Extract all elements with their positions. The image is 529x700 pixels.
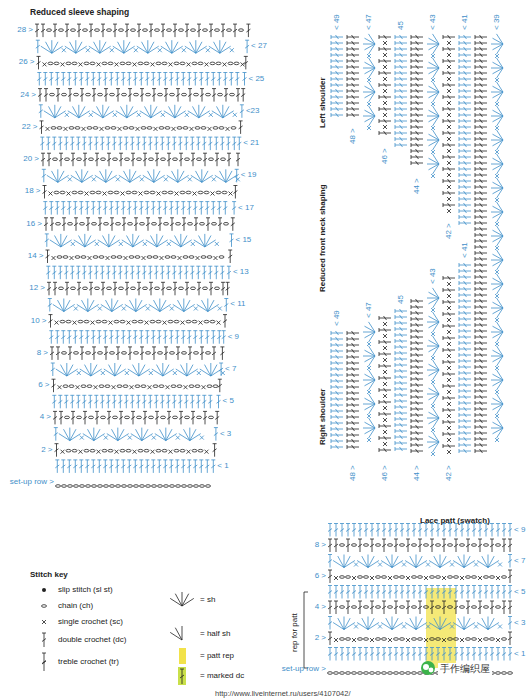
row-number: < 7	[514, 556, 525, 566]
row-number: < 3	[514, 618, 525, 628]
row-number: 2 >	[41, 445, 52, 455]
legend-text: = half sh	[200, 629, 230, 639]
row-number: 24 >	[20, 90, 36, 100]
row-number: < 43	[428, 14, 438, 30]
slip-stitch-symbol	[42, 588, 46, 592]
wechat-icon	[421, 661, 435, 675]
row-number: 18 >	[25, 186, 41, 196]
row-number: < 43	[428, 268, 438, 284]
row-number: < 1	[514, 649, 525, 659]
row-number: 8 >	[37, 348, 48, 358]
legend-swatch	[179, 648, 186, 664]
wechat-icon	[429, 668, 434, 673]
row-number: 48 >	[348, 128, 358, 144]
row-number: < 17	[238, 203, 254, 213]
row-number: Reduced front neck shaping	[318, 184, 328, 292]
row-number: < 25	[249, 74, 265, 84]
legend-text: chain (ch)	[58, 601, 93, 611]
row-number: 46 >	[380, 148, 390, 164]
row-number: < 3	[220, 429, 231, 439]
row-number: 4 >	[315, 602, 326, 612]
legend-text: = marked dc	[200, 671, 244, 681]
row-number: 8 >	[315, 540, 326, 550]
legend-text: = sh	[200, 595, 215, 605]
repeat-bracket	[304, 592, 308, 668]
row-number: 42 >	[444, 223, 454, 239]
row-number: < 9	[228, 332, 239, 342]
row-number: < 7	[225, 364, 236, 374]
wechat-icon	[423, 664, 429, 670]
legend-text: double crochet (dc)	[58, 635, 126, 645]
row-number: 44 >	[412, 178, 422, 194]
row-number: 2 >	[315, 633, 326, 643]
row-number: <23	[246, 106, 260, 116]
row-number: set-up row >	[10, 477, 54, 487]
row-number: 4 >	[40, 412, 51, 422]
row-number: < 47	[364, 302, 374, 318]
row-number: 44 >	[412, 465, 422, 481]
row-number: 16 >	[26, 219, 42, 229]
chart-title: Reduced sleeve shaping	[30, 7, 129, 17]
legend-text: treble crochet (tr)	[58, 657, 119, 667]
row-number: < 27	[251, 41, 267, 51]
legend-text: slip stitch (sl st)	[58, 585, 113, 595]
row-number: < 19	[241, 170, 257, 180]
row-number: < 1	[217, 461, 228, 471]
row-number: Right shoulder	[318, 389, 328, 445]
row-number: < 5	[223, 396, 234, 406]
row-number: rep for patt	[290, 613, 300, 652]
row-number: < 49	[332, 310, 342, 326]
row-number: 45	[396, 295, 406, 304]
black-row-stitches	[35, 24, 513, 684]
row-number: 10 >	[31, 316, 47, 326]
row-number: 6 >	[38, 380, 49, 390]
row-number: < 9	[514, 525, 525, 535]
row-number: http://www.liveinternet.ru/users/4107042…	[215, 689, 351, 699]
row-number: 22 >	[22, 122, 38, 132]
row-number: 手作编织屋	[438, 663, 492, 675]
row-number: < 5	[514, 587, 525, 597]
row-number: < 47	[364, 14, 374, 30]
row-number: 28 >	[17, 25, 33, 35]
chart-title: Lace patt (swatch)	[420, 516, 490, 526]
row-number: < 49	[332, 14, 342, 30]
row-number: 42 >	[444, 465, 454, 481]
row-number: < 39	[492, 14, 502, 30]
row-number: Left shoulder	[318, 77, 328, 128]
row-number: 12 >	[29, 283, 45, 293]
row-number: set-up row >	[282, 664, 326, 674]
row-number: < 41	[460, 14, 470, 30]
row-number: < 11	[230, 299, 245, 309]
row-number: 46 >	[380, 465, 390, 481]
row-number: < 13	[233, 267, 249, 277]
legend-text: single crochet (sc)	[58, 617, 123, 627]
row-number: 14 >	[28, 251, 44, 261]
row-number: 20 >	[23, 154, 39, 164]
row-number: 26 >	[19, 57, 35, 67]
row-number: < 15	[236, 235, 252, 245]
row-number: 6 >	[315, 571, 326, 581]
chart-title: Stitch key	[30, 570, 68, 580]
row-number: < 21	[243, 138, 259, 148]
legend-text: = patt rep	[200, 651, 234, 661]
row-number: 45	[396, 21, 406, 30]
row-number: 48 >	[348, 465, 358, 481]
row-number: < 41	[460, 242, 470, 258]
